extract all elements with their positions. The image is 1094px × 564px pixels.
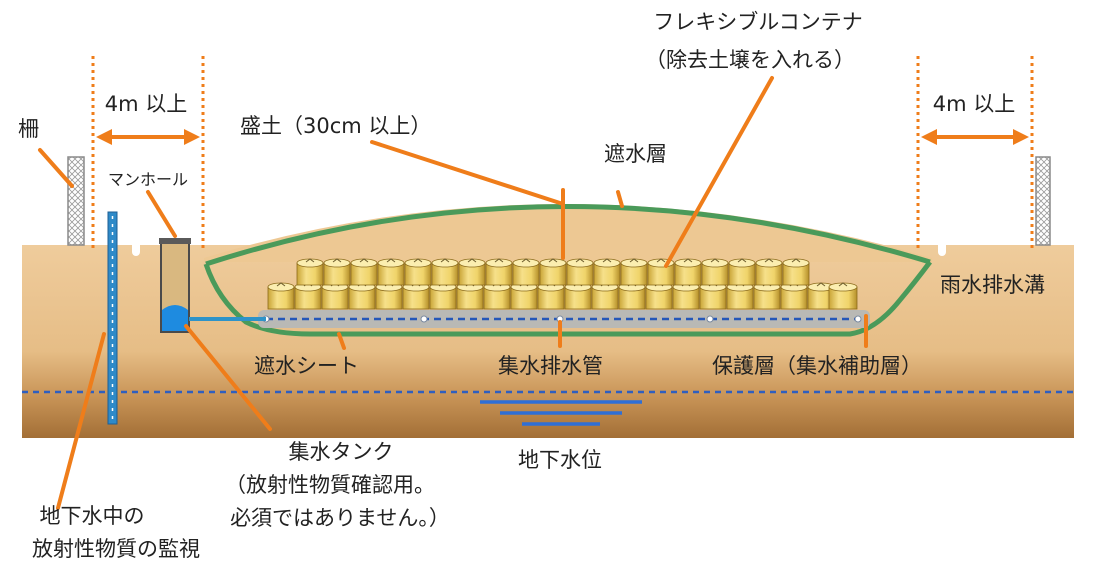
- label-tank-3: 必須ではありません。）: [230, 506, 450, 530]
- label-distance-right: 4m 以上: [933, 92, 1016, 116]
- distance-arrows: [96, 129, 1029, 145]
- container-bag: [564, 282, 592, 310]
- container-bag: [267, 282, 295, 310]
- container-bag: [483, 282, 511, 310]
- container-bag: [458, 258, 486, 286]
- container-bag: [828, 282, 858, 310]
- container-bag: [537, 282, 565, 310]
- container-bag: [701, 258, 729, 286]
- impermeable-sheet-basin: [203, 260, 932, 337]
- container-bag: [375, 282, 403, 310]
- fence-left: [67, 156, 85, 246]
- label-impermeable-sheet: 遮水シート: [254, 354, 359, 378]
- container-bag: [350, 258, 378, 286]
- label-groundwater-level: 地下水位: [518, 448, 602, 472]
- label-monitoring-2: 放射性物質の監視: [32, 537, 200, 561]
- monitoring-well: [107, 211, 118, 425]
- container-bag: [323, 258, 351, 286]
- distance-markers: [91, 56, 1034, 250]
- container-bag: [647, 258, 675, 286]
- container-bag: [348, 282, 376, 310]
- container-bag: [566, 258, 594, 286]
- label-embankment: 盛土（30cm 以上）: [240, 114, 431, 138]
- container-bag: [674, 258, 702, 286]
- container-bag: [485, 258, 513, 286]
- label-drain-pipe: 集水排水管: [498, 354, 603, 378]
- groundwater-level-marks: [480, 400, 642, 426]
- flexible-containers: [267, 258, 858, 310]
- container-bag: [593, 258, 621, 286]
- protective-layer: [258, 310, 870, 328]
- container-bag: [618, 282, 646, 310]
- container-bag: [699, 282, 727, 310]
- container-bag: [321, 282, 349, 310]
- drain-pipe-holes: [262, 315, 862, 323]
- label-impermeable-layer: 遮水層: [604, 142, 667, 166]
- container-bag: [726, 282, 754, 310]
- container-bag: [728, 258, 756, 286]
- container-bag: [755, 258, 783, 286]
- label-tank-2: （放射性物質確認用。: [225, 473, 435, 497]
- container-bag: [539, 258, 567, 286]
- label-flex-container-1: フレキシブルコンテナ: [653, 10, 863, 34]
- ditch-left: [132, 245, 140, 256]
- container-bag: [510, 282, 538, 310]
- container-bag: [294, 282, 322, 310]
- container-bag: [780, 282, 808, 310]
- container-bag: [402, 282, 430, 310]
- manhole-lid: [159, 238, 191, 244]
- container-bag: [404, 258, 432, 286]
- manhole-water: [162, 305, 188, 331]
- container-bag: [645, 282, 673, 310]
- label-protective-layer: 保護層（集水補助層）: [712, 354, 922, 378]
- label-flex-container-2: （除去土壌を入れる）: [645, 48, 855, 72]
- container-bag: [591, 282, 619, 310]
- label-rainwater-ditch: 雨水排水溝: [940, 273, 1045, 297]
- container-bag: [753, 282, 781, 310]
- fence-right: [1035, 156, 1051, 246]
- container-bag: [672, 282, 700, 310]
- container-bag: [620, 258, 648, 286]
- label-fence: 柵: [18, 117, 39, 141]
- container-bag: [296, 258, 324, 286]
- container-bag: [456, 282, 484, 310]
- container-bag: [782, 258, 810, 286]
- label-distance-left: 4m 以上: [105, 92, 188, 116]
- container-bag: [429, 282, 457, 310]
- ditch-right: [938, 245, 946, 256]
- container-bag: [512, 258, 540, 286]
- label-monitoring-1: 地下水中の: [40, 504, 145, 528]
- container-bag: [377, 258, 405, 286]
- label-tank-1: 集水タンク: [289, 440, 394, 464]
- container-bag: [807, 282, 835, 310]
- label-manhole: マンホール: [108, 170, 188, 189]
- callout-lines: [38, 76, 868, 510]
- container-bag: [431, 258, 459, 286]
